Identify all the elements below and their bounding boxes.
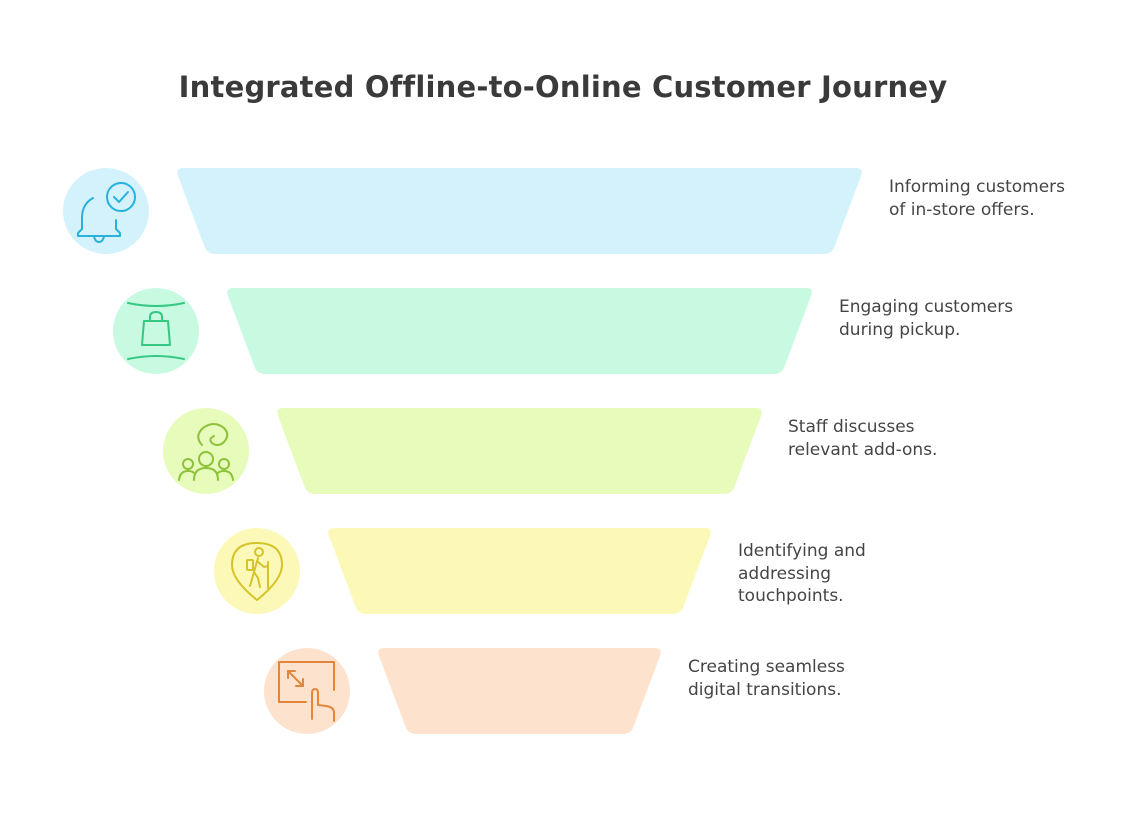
stage-5-line-2: digital transitions. <box>688 680 842 700</box>
funnel-band-2 <box>227 288 812 374</box>
stage-2-line-2: during pickup. <box>839 320 960 340</box>
funnel-stage-5: Creating seamless digital transitions. <box>264 648 850 734</box>
stage-description-2: Engaging customers during pickup. <box>839 297 1019 340</box>
stage-icon-circle-5 <box>264 648 350 734</box>
funnel-stage-2: Engaging customers during pickup. <box>113 288 1019 374</box>
funnel-stage-1: Informing customers of in-store offers. <box>63 168 1070 254</box>
stage-icon-circle-1 <box>63 168 149 254</box>
stage-3-line-1: Staff discusses <box>788 417 915 437</box>
funnel-band-1 <box>177 168 862 254</box>
stage-icon-circle-4 <box>214 528 300 614</box>
stage-5-line-1: Creating seamless <box>688 657 845 677</box>
shopping-bag-icon <box>127 302 185 360</box>
stage-4-line-3: touchpoints. <box>738 586 844 606</box>
funnel-band-4 <box>328 528 711 614</box>
stage-description-1: Informing customers of in-store offers. <box>889 177 1070 220</box>
stage-4-line-2: addressing <box>738 564 831 584</box>
stage-2-line-1: Engaging customers <box>839 297 1013 317</box>
stage-1-line-2: of in-store offers. <box>889 200 1035 220</box>
bell-check-icon <box>77 182 136 243</box>
funnel-band-5 <box>378 648 661 734</box>
resize-tap-icon <box>278 661 335 722</box>
stage-description-4: Identifying and addressing touchpoints. <box>738 541 871 606</box>
stage-icon-circle-2 <box>113 288 199 374</box>
stage-1-line-1: Informing customers <box>889 177 1065 197</box>
group-conversation-icon <box>178 423 234 481</box>
stage-description-3: Staff discusses relevant add-ons. <box>788 417 937 460</box>
diagram-title: Integrated Offline-to-Online Customer Jo… <box>179 70 948 104</box>
stage-description-5: Creating seamless digital transitions. <box>688 657 850 700</box>
stage-4-line-1: Identifying and <box>738 541 866 561</box>
funnel-band-3 <box>277 408 762 494</box>
funnel-stage-3: Staff discusses relevant add-ons. <box>163 408 937 494</box>
stage-3-line-2: relevant add-ons. <box>788 440 937 460</box>
hiker-location-pin-icon <box>231 542 283 601</box>
funnel-stage-4: Identifying and addressing touchpoints. <box>214 528 871 614</box>
